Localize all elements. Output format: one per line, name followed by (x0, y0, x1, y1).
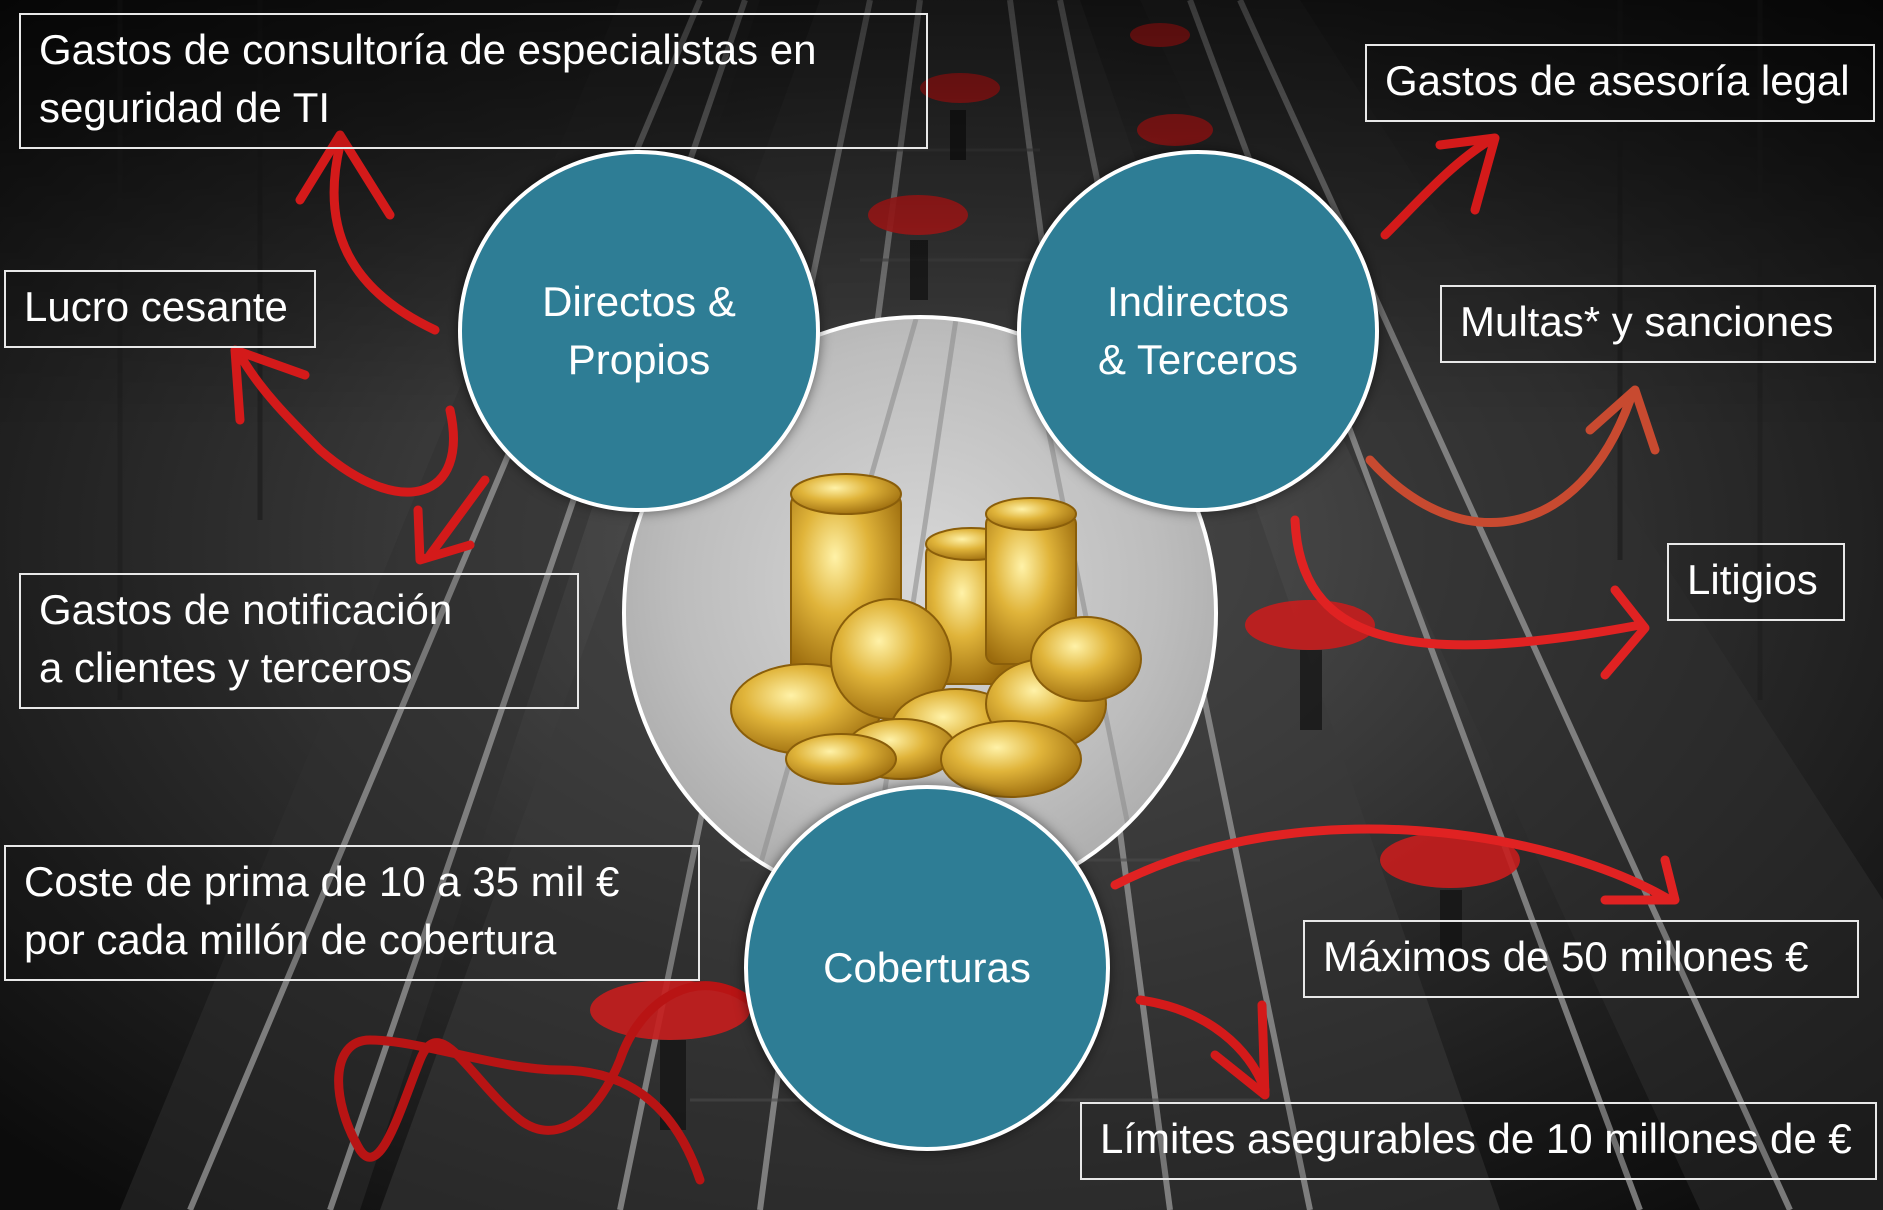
box-consultoria: Gastos de consultoría de especialistas e… (19, 13, 928, 149)
circle-indirectos-line1: Indirectos (1106, 278, 1290, 325)
box-multas-sanciones: Multas* y sanciones (1440, 285, 1876, 363)
box-limites-line1: Límites asegurables de 10 millones de € (1100, 1115, 1852, 1162)
box-consultoria-line2: seguridad de TI (39, 84, 331, 131)
gold-coins-icon (730, 319, 1147, 907)
circle-indirectos-line2: & Terceros (1098, 336, 1298, 383)
circle-coberturas: Coberturas (744, 785, 1110, 1151)
box-asesoria-line1: Gastos de asesoría legal (1385, 57, 1850, 104)
circle-directos-line1: Directos & (542, 278, 736, 325)
circle-directos-line2: Propios (567, 336, 711, 383)
circle-indirectos-terceros: Indirectos & Terceros (1017, 150, 1379, 512)
circle-directos-propios: Directos & Propios (458, 150, 820, 512)
box-maximos: Máximos de 50 millones € (1303, 920, 1859, 998)
box-litigios: Litigios (1667, 543, 1845, 621)
circle-coberturas-line1: Coberturas (823, 944, 1031, 991)
box-asesoria-legal: Gastos de asesoría legal (1365, 44, 1875, 122)
box-notificacion: Gastos de notificación a clientes y terc… (19, 573, 579, 709)
box-notificacion-line2: a clientes y terceros (39, 644, 413, 691)
box-lucro-line1: Lucro cesante (24, 283, 288, 330)
box-maximos-line1: Máximos de 50 millones € (1323, 933, 1809, 980)
box-prima-line1: Coste de prima de 10 a 35 mil € (24, 858, 620, 905)
box-prima-line2: por cada millón de cobertura (24, 916, 557, 963)
box-prima: Coste de prima de 10 a 35 mil € por cada… (4, 845, 700, 981)
box-multas-line1: Multas* y sanciones (1460, 298, 1834, 345)
box-limites: Límites asegurables de 10 millones de € (1080, 1102, 1877, 1180)
box-consultoria-line1: Gastos de consultoría de especialistas e… (39, 26, 817, 73)
box-notificacion-line1: Gastos de notificación (39, 586, 453, 633)
box-litigios-line1: Litigios (1687, 556, 1818, 603)
box-lucro-cesante: Lucro cesante (4, 270, 316, 348)
